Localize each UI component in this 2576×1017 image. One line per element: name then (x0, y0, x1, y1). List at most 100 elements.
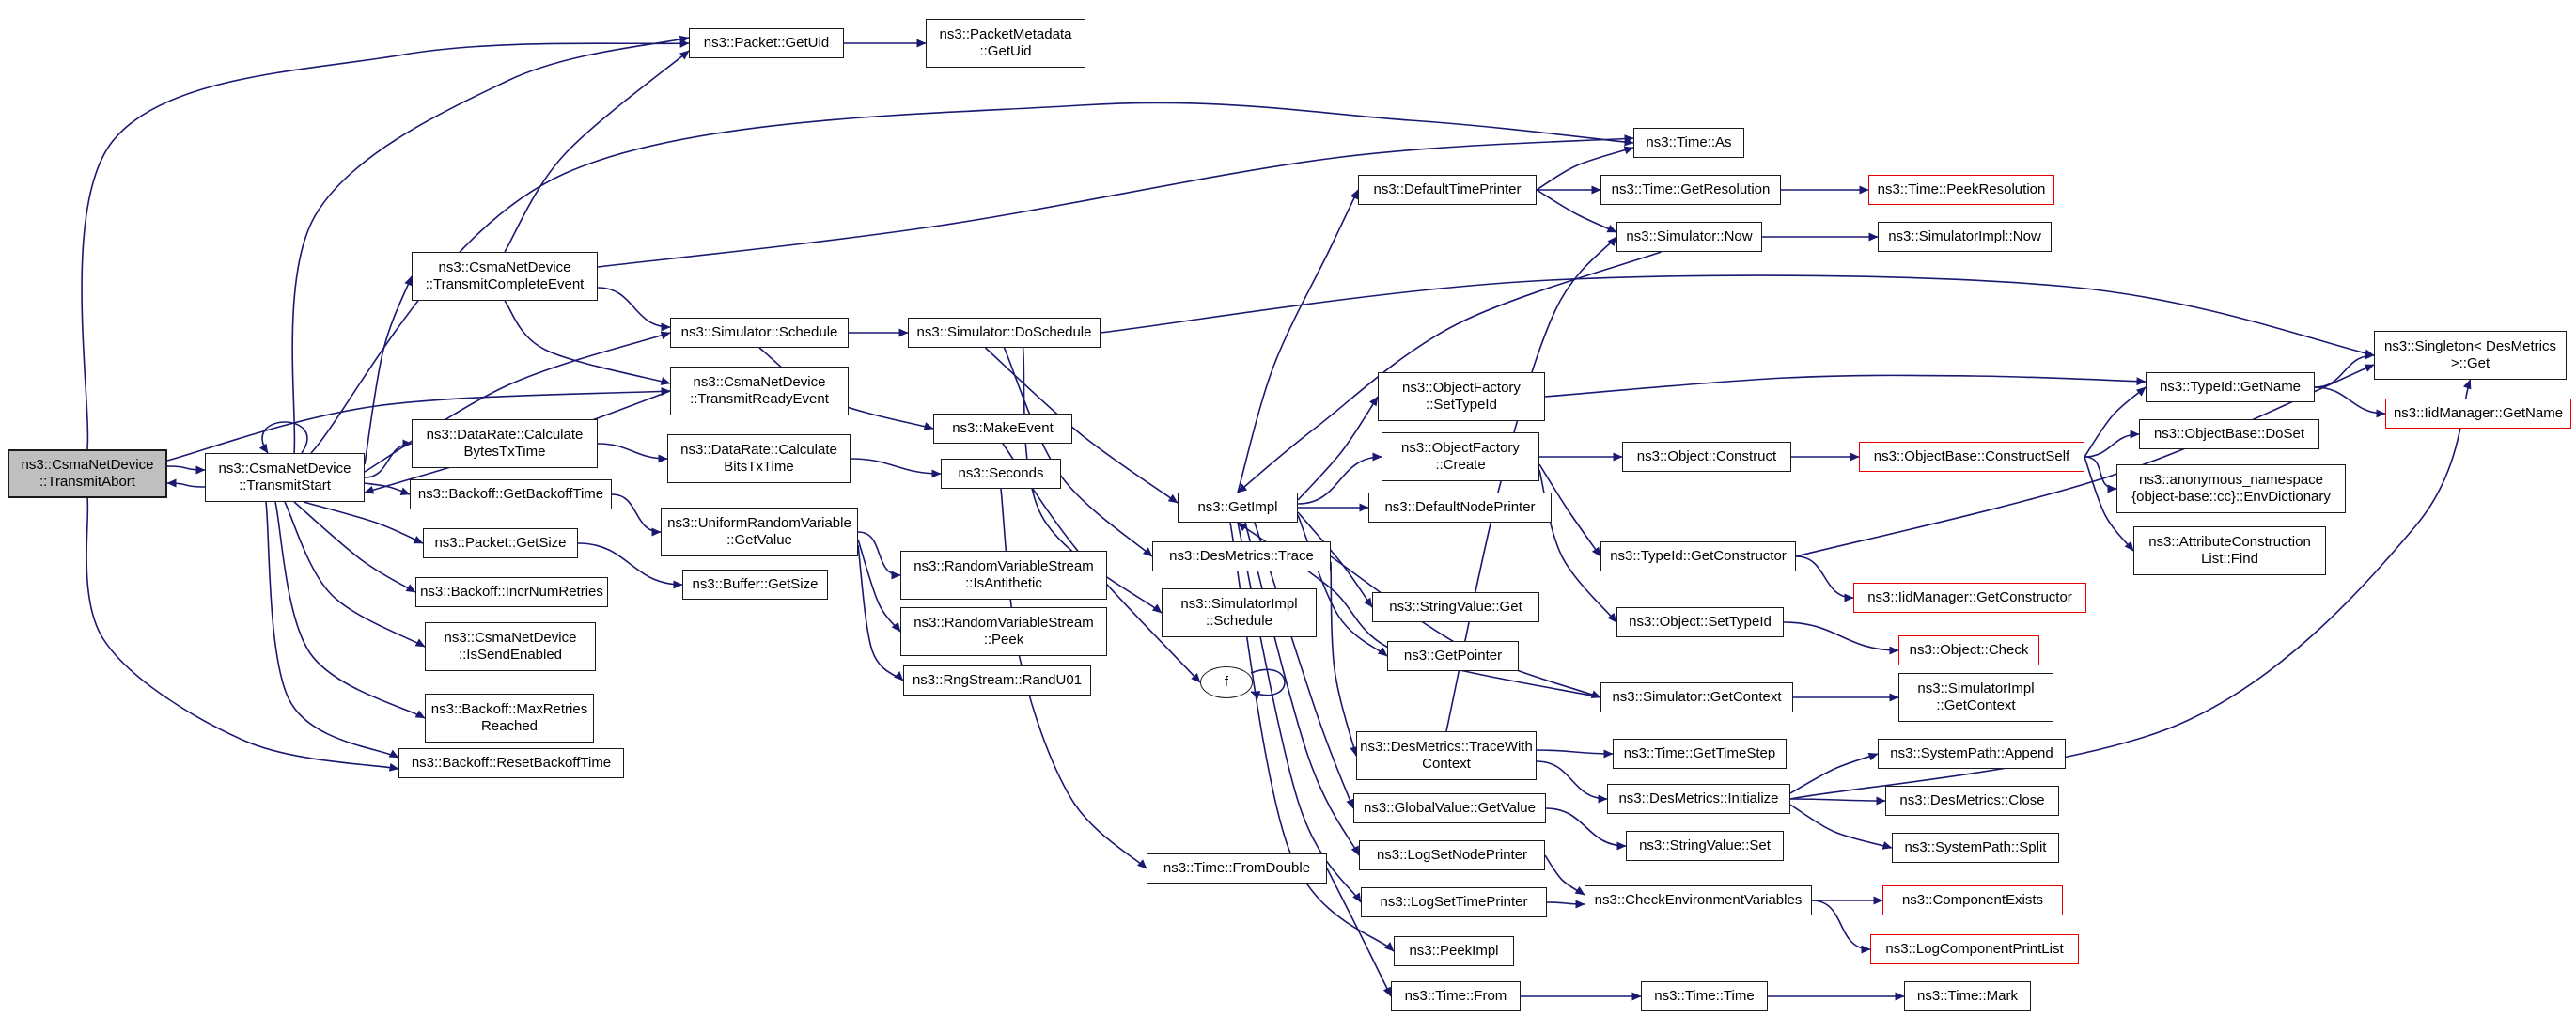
graph-node-get-time-step[interactable]: ns3::Time::GetTimeStep (1613, 739, 1787, 769)
graph-node-simulator-do-schedule[interactable]: ns3::Simulator::DoSchedule (908, 318, 1101, 348)
graph-node-log-component-print-list[interactable]: ns3::LogComponentPrintList (1870, 934, 2079, 964)
edge-get-impl-to-get-pointer (1297, 514, 1388, 657)
edge-simulator-now-to-get-impl (1237, 251, 1662, 493)
graph-node-sys-path-append[interactable]: ns3::SystemPath::Append (1878, 739, 2066, 769)
graph-node-uniform-get-value[interactable]: ns3::UniformRandomVariable ::GetValue (661, 508, 858, 556)
graph-node-sim-impl-schedule[interactable]: ns3::SimulatorImpl ::Schedule (1162, 588, 1317, 637)
edge-obj-set-type-id-to-obj-check (1783, 621, 1899, 655)
graph-node-transmit-start[interactable]: ns3::CsmaNetDevice ::TransmitStart (205, 453, 365, 502)
graph-node-transmit-ready-event[interactable]: ns3::CsmaNetDevice ::TransmitReadyEvent (670, 367, 849, 415)
graph-node-time-get-resolution[interactable]: ns3::Time::GetResolution (1600, 175, 1781, 205)
edge-des-initialize-to-des-close (1789, 796, 1886, 806)
graph-node-sim-impl-get-context[interactable]: ns3::SimulatorImpl ::GetContext (1898, 673, 2053, 722)
graph-node-calc-bytes[interactable]: ns3::DataRate::Calculate BytesTxTime (412, 419, 598, 468)
edge-transmit-start-to-transmit-abort (166, 478, 206, 488)
graph-node-check-env[interactable]: ns3::CheckEnvironmentVariables (1585, 885, 1812, 915)
graph-node-reset-backoff-time[interactable]: ns3::Backoff::ResetBackoffTime (398, 748, 624, 778)
edge-type-id-get-name-to-singleton-get (2314, 351, 2375, 388)
graph-node-trace-with-context[interactable]: ns3::DesMetrics::TraceWith Context (1356, 731, 1537, 780)
graph-node-from-double[interactable]: ns3::Time::FromDouble (1147, 853, 1327, 884)
graph-node-peek-impl[interactable]: ns3::PeekImpl (1394, 936, 1514, 966)
graph-node-obj-check[interactable]: ns3::Object::Check (1898, 635, 2039, 665)
graph-node-packet-metadata-get-uid[interactable]: ns3::PacketMetadata ::GetUid (926, 19, 1085, 68)
edge-simulator-do-schedule-to-get-impl (984, 347, 1179, 504)
graph-node-rand-u01[interactable]: ns3::RngStream::RandU01 (903, 665, 1091, 696)
edge-transmit-complete-event-to-time-as (597, 134, 1634, 268)
graph-node-get-backoff-time[interactable]: ns3::Backoff::GetBackoffTime (410, 479, 612, 509)
graph-node-sim-get-context[interactable]: ns3::Simulator::GetContext (1600, 682, 1793, 712)
graph-node-buffer-get-size[interactable]: ns3::Buffer::GetSize (682, 570, 828, 600)
graph-node-iid-get-name[interactable]: ns3::IidManager::GetName (2385, 399, 2571, 429)
edge-transmit-abort-to-transmit-ready-event (166, 386, 671, 462)
graph-node-simulator-schedule[interactable]: ns3::Simulator::Schedule (670, 318, 849, 348)
graph-node-of-set-type-id[interactable]: ns3::ObjectFactory ::SetTypeId (1378, 372, 1545, 421)
edge-construct-self-to-do-set (2084, 430, 2140, 458)
edge-des-trace-to-trace-with-context (1330, 561, 1359, 757)
graph-node-default-node-printer[interactable]: ns3::DefaultNodePrinter (1368, 493, 1552, 523)
graph-node-simulator-now[interactable]: ns3::Simulator::Now (1616, 222, 1762, 252)
graph-node-calc-bits[interactable]: ns3::DataRate::Calculate BitsTxTime (667, 434, 851, 483)
graph-node-is-send-enabled[interactable]: ns3::CsmaNetDevice ::IsSendEnabled (425, 622, 596, 671)
graph-node-obj-construct[interactable]: ns3::Object::Construct (1622, 442, 1791, 472)
graph-node-max-retries-reached[interactable]: ns3::Backoff::MaxRetries Reached (425, 694, 594, 743)
graph-node-packet-get-size[interactable]: ns3::Packet::GetSize (423, 528, 578, 558)
graph-node-singleton-get[interactable]: ns3::Singleton< DesMetrics >::Get (2374, 331, 2567, 380)
edge-construct-self-to-type-id-get-name (2084, 386, 2147, 458)
graph-node-type-id-get-constructor[interactable]: ns3::TypeId::GetConstructor (1600, 541, 1796, 571)
graph-node-time-mark[interactable]: ns3::Time::Mark (1904, 981, 2031, 1011)
graph-node-time-from[interactable]: ns3::Time::From (1391, 981, 1521, 1011)
graph-node-make-event[interactable]: ns3::MakeEvent (933, 414, 1072, 444)
graph-node-time-time[interactable]: ns3::Time::Time (1641, 981, 1768, 1011)
graph-node-log-set-time-printer[interactable]: ns3::LogSetTimePrinter (1361, 887, 1547, 917)
edge-transmit-start-to-reset-backoff-time (265, 501, 399, 759)
graph-node-get-impl[interactable]: ns3::GetImpl (1178, 493, 1298, 523)
edge-transmit-start-to-packet-get-uid (291, 35, 690, 454)
graph-node-of-create[interactable]: ns3::ObjectFactory ::Create (1382, 432, 1539, 481)
edge-transmit-complete-event-to-simulator-schedule (597, 287, 671, 332)
edge-of-create-to-obj-set-type-id (1538, 469, 1617, 623)
graph-node-seconds[interactable]: ns3::Seconds (941, 459, 1061, 489)
edge-f-to-f (1250, 668, 1286, 699)
edge-transmit-start-to-get-backoff-time (364, 482, 411, 495)
graph-node-incr-num-retries[interactable]: ns3::Backoff::IncrNumRetries (415, 577, 608, 607)
graph-node-des-close[interactable]: ns3::DesMetrics::Close (1885, 786, 2059, 816)
graph-node-global-get-value[interactable]: ns3::GlobalValue::GetValue (1353, 793, 1546, 823)
edge-transmit-abort-to-transmit-start (166, 465, 206, 475)
edge-trace-with-context-to-get-time-step (1536, 749, 1614, 759)
graph-node-default-time-printer[interactable]: ns3::DefaultTimePrinter (1358, 175, 1537, 205)
edge-type-id-get-constructor-to-iid-get-constructor (1795, 555, 1854, 602)
graph-node-obj-set-type-id[interactable]: ns3::Object::SetTypeId (1616, 607, 1784, 637)
graph-node-string-value-get[interactable]: ns3::StringValue::Get (1372, 592, 1539, 622)
graph-node-time-as[interactable]: ns3::Time::As (1633, 128, 1744, 158)
graph-node-do-set[interactable]: ns3::ObjectBase::DoSet (2139, 419, 2319, 449)
edge-uniform-get-value-to-is-antithetic (857, 531, 901, 580)
graph-node-component-exists[interactable]: ns3::ComponentExists (1882, 885, 2063, 915)
graph-node-des-trace[interactable]: ns3::DesMetrics::Trace (1152, 541, 1331, 571)
graph-node-acl-find[interactable]: ns3::AttributeConstruction List::Find (2133, 526, 2326, 575)
graph-node-rvs-peek[interactable]: ns3::RandomVariableStream ::Peek (900, 607, 1107, 656)
edge-transmit-start-to-incr-num-retries (293, 501, 416, 593)
graph-node-env-dictionary[interactable]: ns3::anonymous_namespace {object-base::c… (2116, 464, 2346, 513)
edge-default-time-printer-to-time-as (1536, 146, 1634, 191)
graph-node-des-initialize[interactable]: ns3::DesMetrics::Initialize (1607, 784, 1790, 814)
graph-node-iid-get-constructor[interactable]: ns3::IidManager::GetConstructor (1853, 583, 2086, 613)
edge-simulator-do-schedule-to-sim-impl-schedule (1022, 347, 1163, 614)
graph-node-construct-self[interactable]: ns3::ObjectBase::ConstructSelf (1859, 442, 2084, 472)
graph-node-f[interactable]: f (1200, 666, 1253, 698)
graph-node-string-value-set[interactable]: ns3::StringValue::Set (1626, 831, 1784, 861)
graph-node-get-pointer[interactable]: ns3::GetPointer (1387, 641, 1519, 671)
graph-node-simulator-impl-now[interactable]: ns3::SimulatorImpl::Now (1878, 222, 2052, 252)
edge-transmit-complete-event-to-packet-get-uid (504, 50, 690, 253)
graph-node-log-set-node-printer[interactable]: ns3::LogSetNodePrinter (1359, 840, 1545, 870)
graph-node-time-peek-resolution[interactable]: ns3::Time::PeekResolution (1868, 175, 2054, 205)
edge-transmit-start-to-is-send-enabled (284, 501, 426, 648)
graph-node-type-id-get-name[interactable]: ns3::TypeId::GetName (2146, 372, 2315, 402)
edge-transmit-start-to-simulator-schedule (364, 331, 671, 473)
graph-node-sys-path-split[interactable]: ns3::SystemPath::Split (1892, 833, 2059, 863)
graph-node-transmit-abort[interactable]: ns3::CsmaNetDevice ::TransmitAbort (8, 449, 167, 498)
edge-construct-self-to-acl-find (2084, 456, 2134, 552)
graph-node-packet-get-uid[interactable]: ns3::Packet::GetUid (689, 28, 844, 58)
graph-node-is-antithetic[interactable]: ns3::RandomVariableStream ::IsAntithetic (900, 551, 1107, 600)
graph-node-transmit-complete-event[interactable]: ns3::CsmaNetDevice ::TransmitCompleteEve… (412, 252, 598, 301)
